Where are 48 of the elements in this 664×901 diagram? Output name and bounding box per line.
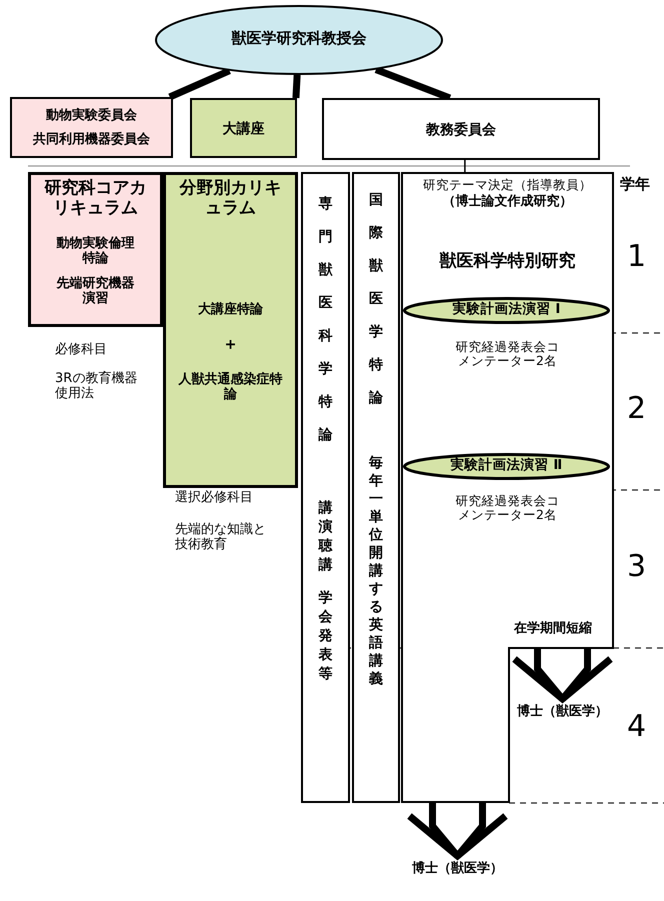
node-text: 大講座特論	[197, 303, 264, 318]
committee-box	[10, 97, 173, 158]
year-number: 4	[627, 710, 646, 744]
node-text: 研究テーマ決定（指導教員）	[422, 178, 593, 192]
node-text: 獣医科学特別研究	[438, 252, 576, 272]
node-text: 毎年一単位開講する英語講義	[369, 454, 383, 688]
column-heading: 学年	[620, 176, 650, 194]
node-text: 大講座	[222, 121, 266, 138]
node-text: 分野別カリキュラム	[178, 179, 282, 218]
node-text: 獣医学研究科教授会	[230, 30, 368, 48]
node-text: 国際獣医学特論	[369, 191, 383, 408]
year-number: 3	[627, 550, 646, 584]
node-text: 実験計画法演習 Ⅱ	[450, 458, 564, 474]
node-text: 学会発表等	[318, 589, 332, 684]
note-text: 選択必修科目	[175, 491, 253, 506]
course-column	[301, 172, 350, 803]
connector-line	[464, 160, 466, 172]
node-text: 在学期間短縮	[512, 622, 593, 637]
node-text: （博士論文作成研究）	[442, 195, 574, 210]
research-panel	[401, 172, 614, 803]
node-text: 共同利用機器委員会	[32, 133, 151, 148]
node-text: 博士（獣医学）	[517, 705, 608, 720]
node-text: 実験計画法演習 Ⅰ	[452, 302, 562, 318]
connector-line	[292, 74, 301, 98]
curriculum-box	[28, 172, 163, 327]
note-text: 必修科目	[55, 343, 107, 358]
connector-line	[168, 67, 231, 100]
note-text: 3Rの教育機器使用法	[55, 372, 138, 402]
node-text: 動物実験委員会	[45, 109, 138, 124]
note-text: 先端的な知識と技術教育	[175, 523, 267, 553]
year-number: 2	[627, 392, 646, 426]
committee-box	[322, 98, 600, 160]
node-text: ＋	[222, 335, 240, 354]
council-ellipse	[155, 5, 443, 75]
course-column	[352, 172, 400, 803]
node-text: 動物実験倫理特論	[56, 237, 136, 267]
node-text: 研究科コアカリキュラム	[43, 179, 148, 218]
node-text: 博士（獣医学）	[412, 862, 503, 877]
department-box	[190, 98, 297, 158]
node-text: 先端研究機器演習	[55, 277, 136, 307]
node-text: 研究経過発表会コメンテーター2名	[454, 494, 560, 523]
node-text: 専門獣医科学特論	[318, 195, 332, 445]
node-text: 教務委員会	[424, 122, 497, 138]
node-text: 研究経過発表会コメンテーター2名	[454, 340, 560, 369]
node-text: 人獣共通感染症特論	[178, 373, 282, 403]
node-text: 講演聴講	[318, 499, 332, 575]
curriculum-box	[163, 172, 298, 488]
year-number: 1	[627, 240, 646, 274]
